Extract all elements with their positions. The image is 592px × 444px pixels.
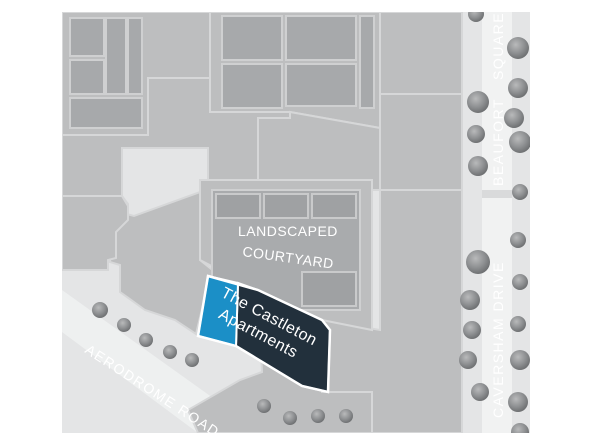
building-grid-top-left bbox=[69, 17, 143, 129]
beaufort-label: BEAUFORT bbox=[490, 98, 506, 186]
building-grid-top-middle bbox=[221, 15, 375, 109]
courtyard-label-line1: LANDSCAPED bbox=[238, 223, 338, 239]
trees-aerodrome bbox=[92, 302, 353, 425]
trees-right bbox=[459, 12, 530, 433]
caversham-drive-road bbox=[482, 12, 512, 433]
square-label: SQUARE bbox=[490, 12, 506, 80]
caversham-drive-label: CAVERSHAM DRIVE bbox=[490, 261, 506, 418]
